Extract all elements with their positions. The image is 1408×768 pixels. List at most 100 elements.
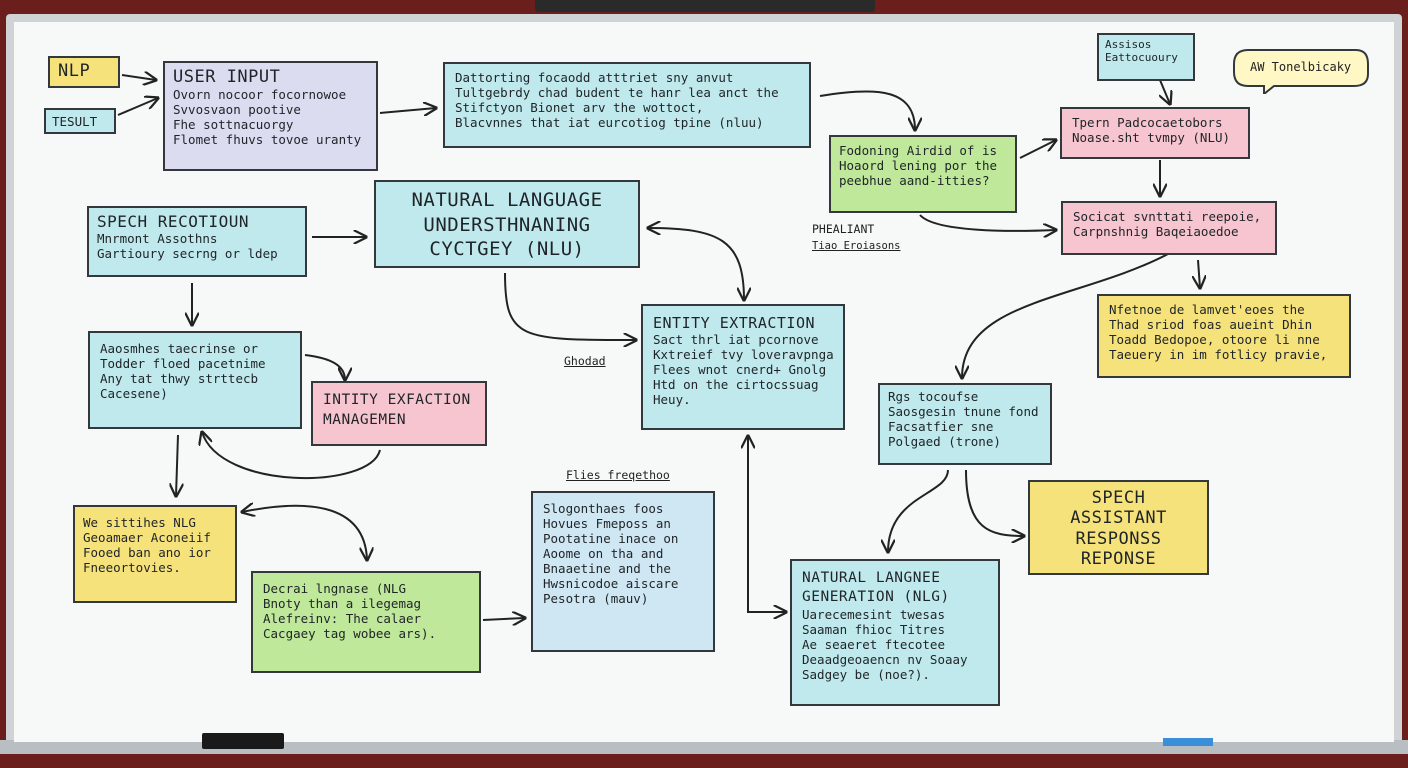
arrow-entity-mgmt-to-left-mid <box>202 432 381 480</box>
eraser <box>1163 738 1213 746</box>
rgs-line-4: Polgaed (trone) <box>888 434 1001 449</box>
speech-response-box: SPECH ASSISTANT RESPONSS REPONSE <box>1028 480 1209 575</box>
nlu-box: NATURAL LANGUAGE UNDERSTHNANING CYCTGEY … <box>374 180 640 268</box>
top-center-box: Dattorting focaodd atttriet sny anvut Tu… <box>443 62 811 148</box>
right-yellow-line-2: Thad sriod foas aueint Dhin <box>1109 317 1313 332</box>
tesult-tag: TESULT <box>44 108 116 134</box>
slog-line-4: Aoome on tha and <box>543 546 664 561</box>
arrow-user-input-to-top-center <box>379 108 436 113</box>
phealiant-note-1: PHEALIANT <box>812 222 875 236</box>
nlg-main-line-4: Deaadgeoaencn nv Soaay <box>802 651 968 667</box>
right-yellow-line-3: Toadd Bedopoe, otoore li nne <box>1109 332 1320 347</box>
nlg-main-line-1: Uarecemesint twesas <box>802 606 945 622</box>
top-right-pink-box: Tpern Padcocaetobors Noase.sht tvmpy (NL… <box>1060 107 1250 159</box>
user-input-line-1: Ovorn nocoor focornowoe <box>173 87 347 103</box>
arrow-fodoning-to-pink <box>1019 140 1056 159</box>
user-input-title: USER INPUT <box>173 67 281 87</box>
rgs-line-2: Saosgesin tnune fond <box>888 404 1039 419</box>
speech-recognition-box: SPECH RECOTIOUN Mnrmont Assothns Gartiou… <box>87 206 307 277</box>
fodoning-line-1: Fodoning Airdid of is <box>839 143 998 158</box>
nlg-green-line-4: Cacgaey tag wobee ars). <box>263 626 437 641</box>
nlg-main-line-2: Saaman fhioc Titres <box>802 621 945 637</box>
speech-recognition-line-1: Mnrmont Assothns <box>97 231 218 247</box>
arrow-nlp-to-user-input <box>121 75 156 80</box>
flies-note-text: Flies freqethoo <box>566 468 670 482</box>
slog-line-5: Bnaaetine and the <box>543 561 671 576</box>
right-yellow-note: Nfetnoe de lamvet'eoes the Thad sriod fo… <box>1097 294 1351 378</box>
social-response-line-1: Socicat svnttati reepoie, <box>1073 209 1262 224</box>
entity-extraction-line-3: Flees wnot cnerd+ Gnolg <box>653 362 827 377</box>
nlg-yellow-line-1: We sittihes NLG <box>83 515 196 530</box>
nlg-green-line-3: Alefreinv: The calaer <box>263 611 422 626</box>
fodoning-line-3: peebhue aand-itties? <box>839 173 990 188</box>
top-right-pink-line-2: Noase.sht tvmpy (NLU) <box>1072 130 1231 145</box>
ghodad-note: Ghodad <box>564 354 606 368</box>
nlg-main-box: NATURAL LANGNEE GENERATION (NLG) Uarecem… <box>790 559 1000 706</box>
slog-line-3: Pootatine inace on <box>543 531 679 546</box>
entity-management-title: INTITY EXFACTION MANAGEMEN <box>323 392 471 428</box>
arrow-left-mid-to-entity-mgmt <box>304 354 345 380</box>
nlg-green-line-2: Bnoty than a ilegemag <box>263 596 422 611</box>
nlg-yellow-line-4: Fneeortovies. <box>83 560 181 575</box>
right-yellow-line-1: Nfetnoe de lamvet'eoes the <box>1109 302 1305 317</box>
user-input-box: USER INPUT Ovorn nocoor focornowoe Svvos… <box>163 61 378 171</box>
top-center-line-2: Tultgebrdy chad budent te hanr lea anct … <box>455 85 779 100</box>
assises-line-2: Eattocuoury <box>1105 51 1178 65</box>
arrow-social-to-rgs <box>962 253 1169 378</box>
arrow-nlg-yellow-to-nlg-green <box>242 506 367 560</box>
slog-line-7: Pesotra (mauv) <box>543 591 649 606</box>
social-response-box: Socicat svnttati reepoie, Carpnshnig Baq… <box>1061 201 1277 255</box>
arrow-nlu-entity-two-way <box>648 228 744 300</box>
user-input-line-2: Svvosvaon pootive <box>173 102 301 118</box>
rgs-line-1: Rgs tocoufse <box>888 389 979 404</box>
entity-extraction-box: ENTITY EXTRACTION Sact thrl iat pcornove… <box>641 304 845 430</box>
nlg-green-box: Decrai lngnase (NLG Bnoty than a ilegema… <box>251 571 481 673</box>
slog-box: Slogonthaes foos Hovues Fmeposs an Poota… <box>531 491 715 652</box>
top-center-line-3: Stifctyon Bionet arv the wottoct, <box>455 100 704 115</box>
fodoning-line-2: Hoaord lening por the <box>839 158 998 173</box>
nlp-tag: NLP <box>48 56 120 88</box>
top-right-pink-line-1: Tpern Padcocaetobors <box>1072 115 1223 130</box>
left-middle-line-1: Aaosmhes taecrinse or <box>100 341 259 356</box>
speech-bubble <box>1233 49 1369 94</box>
nlg-main-line-5: Sadgey be (noe?). <box>802 666 930 682</box>
arrow-rgs-to-nlg-main <box>888 469 949 552</box>
nlg-yellow-line-2: Geoamaer Aconeiif <box>83 530 211 545</box>
assises-box: Assisos Eattocuoury <box>1097 33 1195 81</box>
arrow-social-to-right-yellow <box>1198 259 1200 288</box>
arrow-entity-extraction-to-nlg-main <box>748 436 786 612</box>
right-yellow-line-4: Taeuery in im fotlicy pravie, <box>1109 347 1328 362</box>
black-marker <box>202 733 284 749</box>
nlg-green-line-1: Decrai lngnase (NLG <box>263 581 406 596</box>
rgs-box: Rgs tocoufse Saosgesin tnune fond Facsat… <box>878 383 1052 465</box>
nlg-yellow-line-3: Fooed ban ano ior <box>83 545 211 560</box>
top-center-line-4: Blacvnnes that iat eurcotiog tpine (nluu… <box>455 115 764 130</box>
nlg-main-title: NATURAL LANGNEE GENERATION (NLG) <box>802 570 950 605</box>
arrow-nlg-green-to-slog <box>482 618 525 620</box>
assises-line-1: Assisos <box>1105 38 1152 51</box>
nlg-yellow-note: We sittihes NLG Geoamaer Aconeiif Fooed … <box>73 505 237 603</box>
wall-mount <box>535 0 875 12</box>
speech-recognition-title: SPECH RECOTIOUN <box>97 212 249 231</box>
flies-note: Flies freqethoo <box>566 468 670 482</box>
user-input-line-3: Fhe sottnacuorgy <box>173 117 294 133</box>
entity-extraction-title: ENTITY EXTRACTION <box>653 314 816 332</box>
tesult-tag-label: TESULT <box>52 114 98 129</box>
left-middle-line-4: Cacesene) <box>100 386 168 401</box>
speech-response-title: SPECH ASSISTANT RESPONSS REPONSE <box>1070 488 1167 570</box>
marker-tray <box>0 740 1408 754</box>
left-middle-box: Aaosmhes taecrinse or Todder floed pacet… <box>88 331 302 429</box>
arrow-nlu-to-entity-extraction <box>504 272 636 340</box>
arrow-left-mid-to-nlg-yellow <box>176 434 178 496</box>
nlp-tag-label: NLP <box>58 61 91 81</box>
entity-extraction-line-2: Kxtreief tvy loveravpnga <box>653 347 834 362</box>
speech-bubble-text: AW Tonelbicaky <box>1250 60 1352 74</box>
entity-extraction-line-4: Htd on the cirtocssuag <box>653 377 819 392</box>
arrow-top-center-to-fodoning <box>819 90 915 130</box>
entity-extraction-line-5: Heuy. <box>653 392 691 407</box>
user-input-line-4: Flomet fhuvs tovoe uranty <box>173 132 362 148</box>
top-center-line-1: Dattorting focaodd atttriet sny anvut <box>455 70 734 85</box>
arrow-fodoning-to-social <box>919 214 1056 231</box>
left-middle-line-2: Todder floed pacetnime <box>100 356 266 371</box>
